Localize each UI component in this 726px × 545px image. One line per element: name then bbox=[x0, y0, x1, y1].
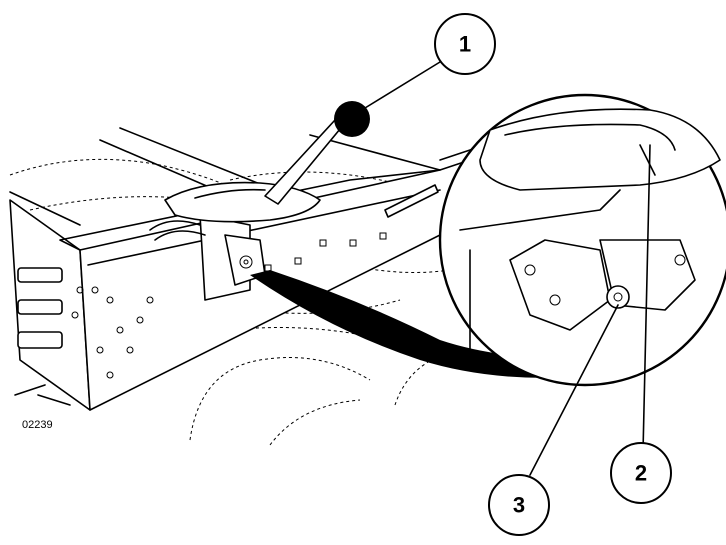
callout-3: 3 bbox=[488, 474, 550, 536]
leader-dot-icon bbox=[334, 101, 370, 137]
callout-3-leader bbox=[529, 304, 619, 476]
detail-magnifier bbox=[438, 93, 726, 387]
callout-2: 2 bbox=[610, 442, 672, 504]
callout-2-number: 2 bbox=[635, 461, 647, 486]
callout-1: 1 bbox=[434, 13, 496, 75]
callout-2-leader bbox=[642, 144, 651, 453]
zoom-pointer-wedge bbox=[250, 270, 600, 378]
figure-id-label: 02239 bbox=[22, 419, 53, 431]
brake-pedal-assembly bbox=[149, 119, 346, 301]
callout-3-number: 3 bbox=[513, 493, 525, 518]
callout-1-leader bbox=[334, 61, 441, 137]
callout-1-number: 1 bbox=[459, 32, 471, 57]
